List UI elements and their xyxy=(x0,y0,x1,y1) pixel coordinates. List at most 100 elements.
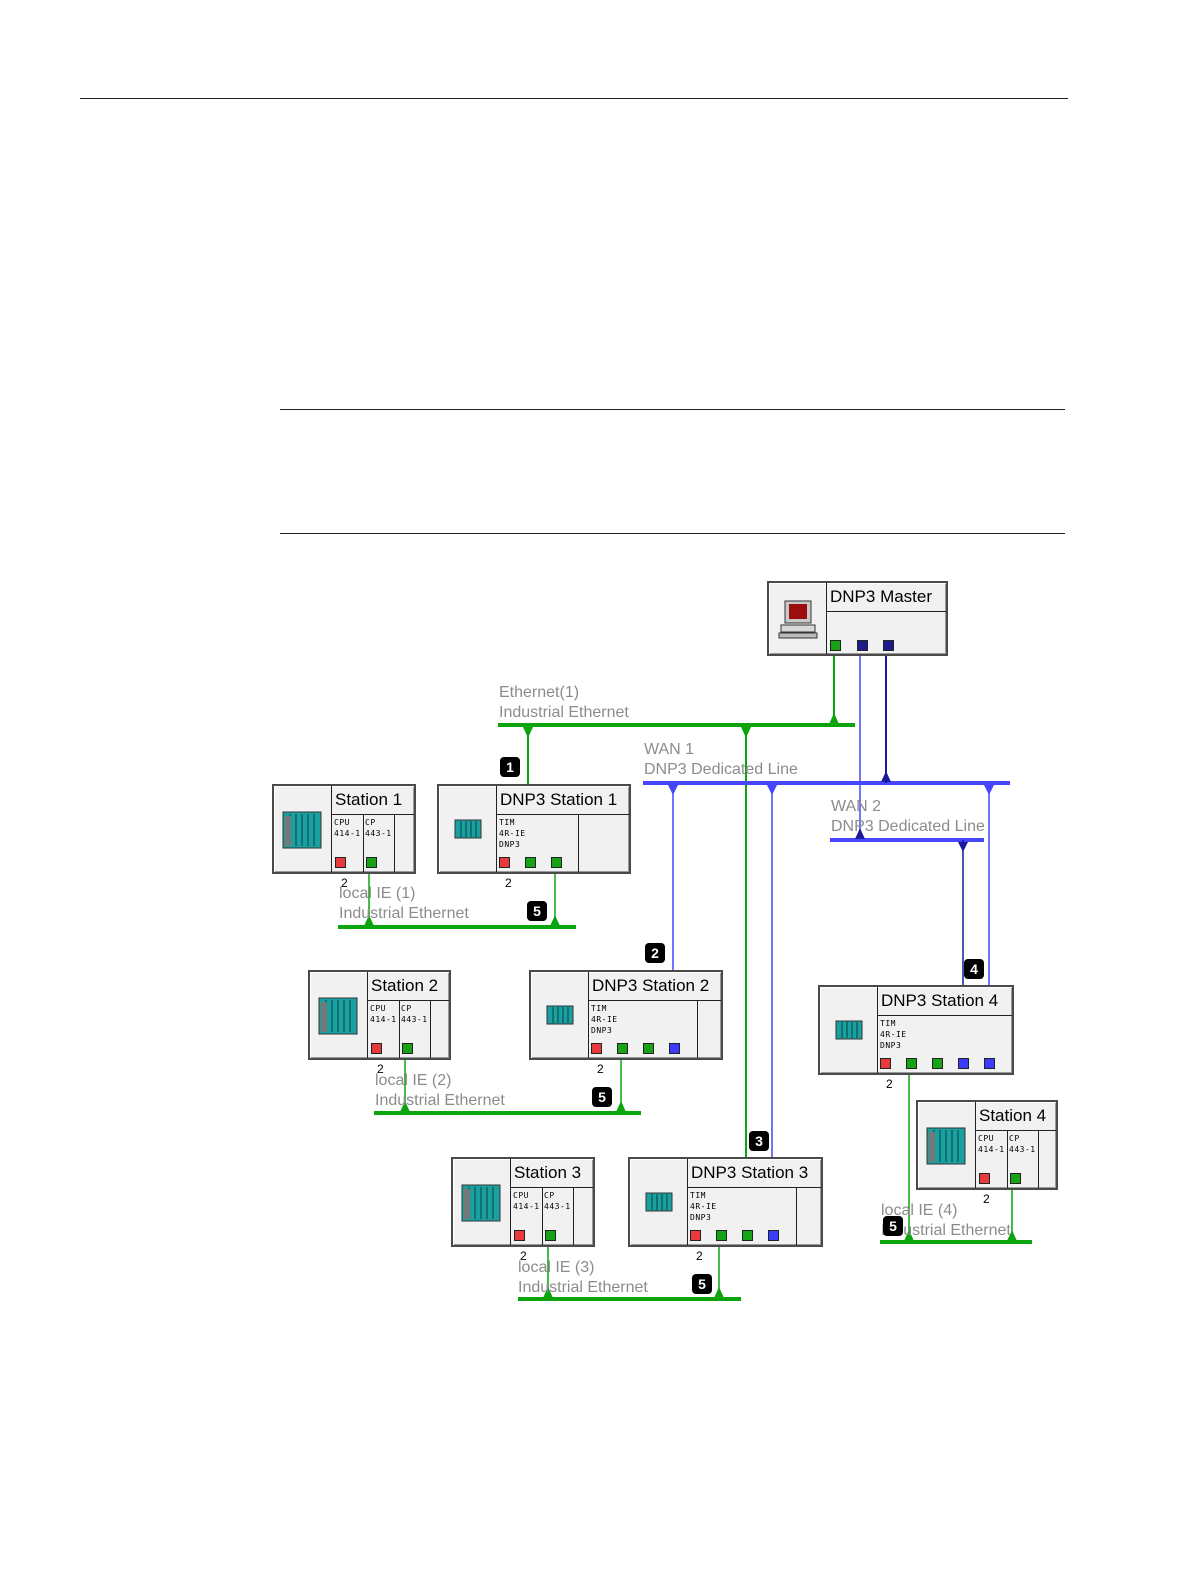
node-title: Station 1 xyxy=(332,786,414,815)
port-red xyxy=(335,857,346,868)
port-green xyxy=(830,640,841,651)
port-red xyxy=(880,1058,891,1069)
cpu-slot: CPU 414-1 xyxy=(511,1188,543,1245)
callout-badge-5: 5 xyxy=(592,1087,612,1107)
tim-slot: TIM 4R-IE DNP3 xyxy=(497,815,579,872)
network-type: Industrial Ethernet xyxy=(499,704,629,721)
station-3-node[interactable]: Station 3 CPU 414-1 CP 443-1 xyxy=(451,1157,595,1247)
tim-module-icon xyxy=(439,786,497,872)
port-green xyxy=(551,857,562,868)
callout-badge-2: 2 xyxy=(645,943,665,963)
local-ie-3-label: local IE (3) Industrial Ethernet xyxy=(518,1258,648,1298)
port-red xyxy=(514,1230,525,1241)
tim-slot: TIM 4R-IE DNP3 xyxy=(880,1019,907,1050)
local-ie-1-label: local IE (1) Industrial Ethernet xyxy=(339,884,469,924)
ethernet-1-bus[interactable] xyxy=(498,655,855,1157)
dnp3-station-3-node[interactable]: DNP3 Station 3 TIM 4R-IE DNP3 xyxy=(628,1157,823,1247)
callout-badge-5: 5 xyxy=(692,1274,712,1294)
local-ie-1-bus[interactable] xyxy=(338,873,576,929)
port-green xyxy=(742,1230,753,1241)
port-red xyxy=(499,857,510,868)
network-type: Industrial Ethernet xyxy=(339,905,469,922)
port-green xyxy=(617,1043,628,1054)
local-ie-4-label: local IE (4) Industrial Ethernet xyxy=(881,1201,1011,1241)
network-name: WAN 2 xyxy=(831,798,882,815)
station-1-node[interactable]: Station 1 CPU 414-1 CP 443-1 xyxy=(272,784,416,874)
dnp3-station-3-number: 2 xyxy=(696,1249,703,1263)
local-ie-3-bus[interactable] xyxy=(518,1245,741,1301)
network-type: DNP3 Dedicated Line xyxy=(644,761,798,778)
network-type: Industrial Ethernet xyxy=(881,1222,1011,1239)
port-green xyxy=(366,857,377,868)
port-blue xyxy=(984,1058,995,1069)
port-green xyxy=(643,1043,654,1054)
network-type: Industrial Ethernet xyxy=(518,1279,648,1296)
dnp3-station-1-node[interactable]: DNP3 Station 1 TIM 4R-IE DNP3 xyxy=(437,784,631,874)
callout-badge-3: 3 xyxy=(749,1131,769,1151)
local-ie-4-bus[interactable] xyxy=(880,1074,1032,1244)
station-2-node[interactable]: Station 2 CPU 414-1 CP 443-1 xyxy=(308,970,451,1060)
node-title: DNP3 Station 3 xyxy=(688,1159,821,1188)
node-title: DNP3 Station 4 xyxy=(878,987,1012,1016)
wan-1-line[interactable] xyxy=(643,655,1010,1157)
port-red xyxy=(371,1043,382,1054)
node-title: Station 3 xyxy=(511,1159,593,1188)
cpu-slot: CPU 414-1 xyxy=(332,815,364,872)
port-green xyxy=(525,857,536,868)
port-green xyxy=(906,1058,917,1069)
tim-module-icon xyxy=(630,1159,688,1245)
tim-slot: TIM 4R-IE DNP3 xyxy=(589,1001,698,1058)
local-ie-2-bus[interactable] xyxy=(374,1059,641,1115)
station-1-number: 2 xyxy=(341,876,348,890)
node-title: DNP3 Station 1 xyxy=(497,786,629,815)
wan-2-label: WAN 2 DNP3 Dedicated Line xyxy=(831,797,985,837)
port-red xyxy=(591,1043,602,1054)
cp-slot: CP 443-1 xyxy=(542,1188,574,1245)
station-4-node[interactable]: Station 4 CPU 414-1 CP 443-1 xyxy=(916,1100,1058,1190)
cpu-slot: CPU 414-1 xyxy=(976,1131,1008,1188)
network-name: WAN 1 xyxy=(644,741,695,758)
dnp3-station-1-number: 2 xyxy=(505,876,512,890)
dnp3-station-4-node[interactable]: DNP3 Station 4 TIM 4R-IE DNP3 xyxy=(818,985,1014,1075)
callout-badge-5: 5 xyxy=(883,1216,903,1236)
node-title: Station 2 xyxy=(368,972,449,1001)
local-ie-2-label: local IE (2) Industrial Ethernet xyxy=(375,1071,505,1111)
rack-icon xyxy=(310,972,368,1058)
callout-badge-1: 1 xyxy=(500,757,520,777)
network-type: Industrial Ethernet xyxy=(375,1092,505,1109)
pc-icon xyxy=(769,583,827,654)
rack-icon xyxy=(918,1102,976,1188)
tim-slot: TIM 4R-IE DNP3 xyxy=(688,1188,797,1245)
note-bottom-rule xyxy=(280,533,1065,534)
network-name: local IE (2) xyxy=(375,1072,452,1089)
dnp3-master-node[interactable]: DNP3 Master xyxy=(767,581,948,656)
node-title: Station 4 xyxy=(976,1102,1056,1131)
ethernet-1-label: Ethernet(1) Industrial Ethernet xyxy=(499,683,629,723)
port-green xyxy=(1010,1173,1021,1184)
callout-badge-4: 4 xyxy=(964,959,984,979)
port-green xyxy=(402,1043,413,1054)
cp-slot: CP 443-1 xyxy=(363,815,395,872)
network-name: Ethernet(1) xyxy=(499,684,580,701)
network-name: local IE (1) xyxy=(339,885,416,902)
dnp3-station-2-node[interactable]: DNP3 Station 2 TIM 4R-IE DNP3 xyxy=(529,970,723,1060)
node-title: DNP3 Master xyxy=(827,583,946,612)
cpu-slot: CPU 414-1 xyxy=(368,1001,400,1058)
cp-slot: CP 443-1 xyxy=(399,1001,431,1058)
station-2-number: 2 xyxy=(377,1062,384,1076)
port-blue xyxy=(669,1043,680,1054)
rack-icon xyxy=(274,786,332,872)
dnp3-station-2-number: 2 xyxy=(597,1062,604,1076)
port-navy xyxy=(857,640,868,651)
wan-1-label: WAN 1 DNP3 Dedicated Line xyxy=(644,740,798,780)
port-navy xyxy=(883,640,894,651)
network-name: local IE (4) xyxy=(881,1202,958,1219)
port-red xyxy=(979,1173,990,1184)
network-type: DNP3 Dedicated Line xyxy=(831,818,985,835)
tim-module-icon xyxy=(820,987,878,1073)
port-blue xyxy=(958,1058,969,1069)
station-3-number: 2 xyxy=(520,1249,527,1263)
port-red xyxy=(690,1230,701,1241)
wan-2-line[interactable] xyxy=(830,655,984,985)
